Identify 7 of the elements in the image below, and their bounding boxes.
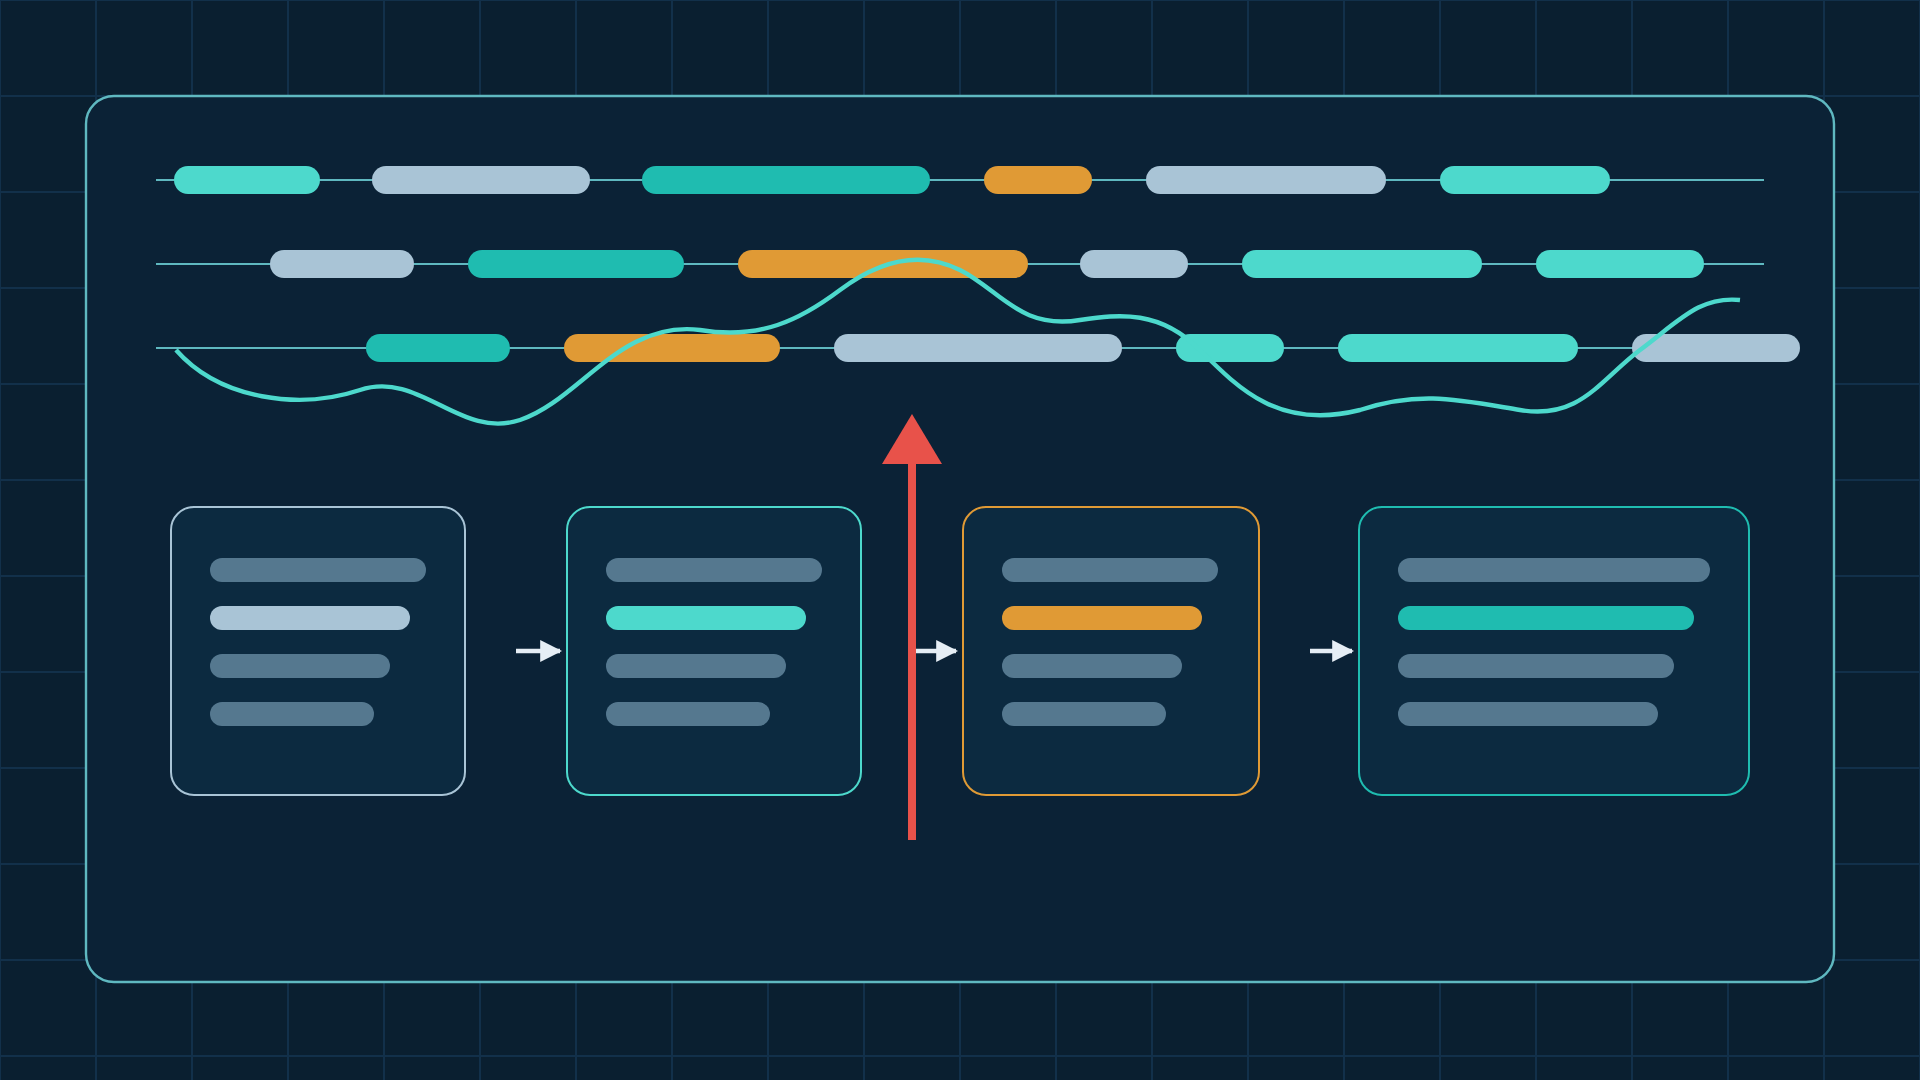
arrow xyxy=(1310,640,1355,662)
arrow xyxy=(912,640,959,662)
process-card xyxy=(170,506,466,796)
process-card xyxy=(566,506,862,796)
process-card xyxy=(1358,506,1750,796)
process-card xyxy=(962,506,1260,796)
arrow xyxy=(516,640,563,662)
